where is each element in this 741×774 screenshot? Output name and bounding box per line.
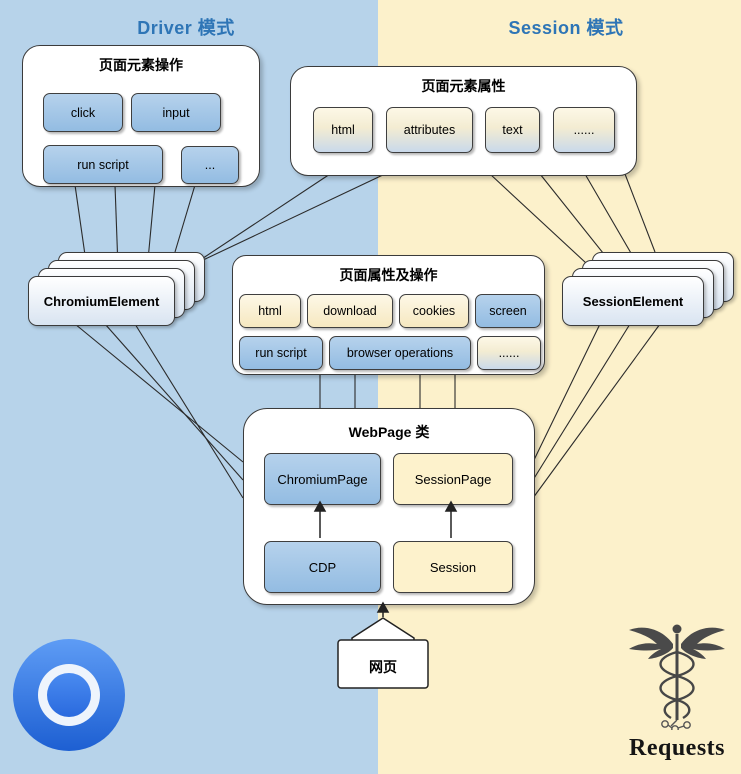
element-operations-title: 页面元素操作 [99, 57, 183, 73]
node-more-ops: ... [181, 146, 239, 184]
requests-wordmark: Requests [628, 735, 725, 761]
webpage-node-label: 网页 [369, 659, 397, 675]
page-operations-title: 页面属性及操作 [339, 267, 438, 283]
element-operations-box: 页面元素操作 click input run script ... [22, 45, 260, 187]
driver-mode-title: Driver 模式 [137, 18, 235, 38]
session-element-node: SessionElement [562, 276, 704, 326]
node-session-page: SessionPage [393, 453, 513, 505]
page-operations-box: 页面属性及操作 html download cookies screen run… [232, 255, 545, 375]
node-attributes: attributes [386, 107, 473, 153]
node-more-attrs: ...... [553, 107, 615, 153]
node-html-attr: html [313, 107, 373, 153]
node-session: Session [393, 541, 513, 593]
webpage-class-title: WebPage 类 [348, 424, 430, 440]
node-page-run-script: run script [239, 336, 323, 370]
node-run-script: run script [43, 145, 163, 184]
webpage-node: 网页 [336, 614, 430, 690]
requests-logo: Requests [613, 620, 741, 766]
node-cdp: CDP [264, 541, 381, 593]
element-attributes-title: 页面元素属性 [421, 78, 506, 94]
node-browser-operations: browser operations [329, 336, 471, 370]
node-page-html: html [239, 294, 301, 328]
node-chromium-page: ChromiumPage [264, 453, 381, 505]
node-click: click [43, 93, 123, 132]
webpage-tag-shape [337, 617, 429, 689]
node-download: download [307, 294, 393, 328]
node-cookies: cookies [399, 294, 469, 328]
node-screen: screen [475, 294, 541, 328]
caduceus-icon [628, 624, 725, 733]
node-input: input [131, 93, 221, 132]
webpage-class-box: WebPage 类 ChromiumPage SessionPage CDP S… [243, 408, 535, 605]
node-text: text [485, 107, 540, 153]
chromium-logo-icon [10, 636, 128, 754]
element-attributes-box: 页面元素属性 html attributes text ...... [290, 66, 637, 176]
chromium-element-node: ChromiumElement [28, 276, 175, 326]
session-mode-title: Session 模式 [508, 18, 624, 38]
node-more-page-ops: ...... [477, 336, 541, 370]
